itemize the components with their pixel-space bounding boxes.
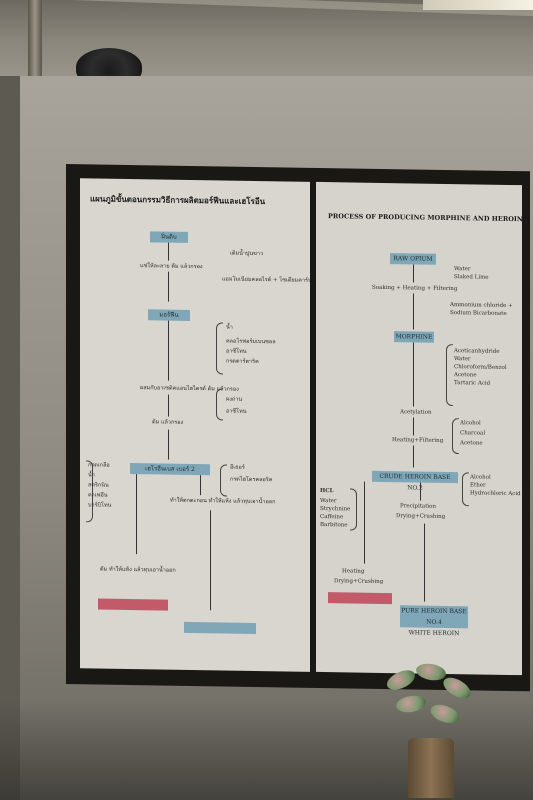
arrow-line	[200, 475, 201, 496]
arrow-line	[136, 474, 137, 555]
pure-heroin-label: PURE HEROIN BASE NO.4	[401, 607, 467, 626]
left-step-soak: แช่ให้ละลาย ต้ม แล้วกรอง	[140, 263, 203, 271]
right-step-crude-heroin: CRUDE HEROIN BASE NO.2	[372, 470, 458, 492]
left-note-strychnine: สตริกนิน	[88, 482, 109, 489]
right-note-tartaric: Tartaric Acid	[454, 380, 491, 387]
left-note-acetone-2: อาซีโทน	[226, 408, 247, 415]
wall-pipe	[28, 0, 42, 78]
left-note-ammonium: แอมโมเนียมคลอไรด์ + โซเดียมคาร์บอเนต	[222, 276, 310, 285]
plant-leaf	[394, 693, 428, 715]
bracket	[220, 464, 227, 497]
left-note-chloroform: คลอโรฟอร์มเบนซอล	[226, 338, 276, 346]
left-step-heroin-base-2: เฮโรอีนเบส เบอร์ 2	[130, 463, 210, 476]
plant-leaf	[440, 673, 474, 703]
bracket	[216, 322, 223, 375]
right-note-water-2: Water	[454, 356, 471, 363]
bracket	[216, 388, 223, 421]
right-note-water: Water	[454, 266, 471, 273]
plant-leaf	[384, 666, 418, 694]
arrow-line	[413, 342, 414, 407]
right-note-hydrochloric: Hydrochloric Acid	[470, 490, 521, 498]
arrow-line	[168, 394, 169, 417]
bracket	[350, 488, 357, 531]
left-note-hydrochloric: กรดไฮโดรคลอริค	[230, 476, 273, 484]
arrow-line	[424, 523, 425, 602]
left-note-charcoal: ผงถ่าน	[226, 396, 243, 403]
right-step-precipitation: Precipitation	[400, 503, 437, 510]
right-note-ether: Ether	[470, 482, 486, 489]
bracket	[446, 343, 453, 407]
arrow-line	[168, 271, 169, 302]
right-note-slaked-lime: Slaked Lime	[454, 274, 489, 281]
left-note-barbitone: บาร์บิโทน	[88, 502, 112, 509]
poster-frame: แผนภูมิขั้นตอนกรรมวิธีการผลิตมอร์ฟีนและเ…	[66, 164, 530, 692]
right-step-raw-opium: RAW OPIUM	[390, 253, 436, 265]
left-note-tartaric: กรดตาร์ตาริค	[226, 358, 259, 366]
bracket	[452, 418, 459, 455]
arrow-line	[168, 429, 169, 460]
right-step-drying-crushing: Drying+Crushing	[396, 513, 446, 520]
left-step-boil-dry: ต้ม ทำให้แห้ง แล้วทุบเอาน้ำออก	[100, 566, 176, 574]
poster-left-panel: แผนภูมิขั้นตอนกรรมวิธีการผลิตมอร์ฟีนและเ…	[80, 178, 310, 672]
right-note-ammonium: Ammonium chloride +	[450, 302, 513, 310]
left-step-acetylation: ผสมกับอาเซติคแอนไฮไดรด์ ต้ม แล้วกรอง	[140, 385, 239, 393]
right-step-pure-heroin: PURE HEROIN BASE NO.4 WHITE HEROIN	[400, 605, 468, 637]
right-title: PROCESS OF PRODUCING MORPHINE AND HEROIN	[328, 212, 522, 224]
potted-plant	[376, 661, 486, 800]
plant-pot	[408, 738, 454, 798]
white-heroin-label: WHITE HEROIN	[408, 629, 460, 638]
right-note-alcohol: Alcohol	[460, 420, 481, 427]
left-step-heroin-4	[184, 621, 256, 634]
left-step-boil-filter: ต้ม แล้วกรอง	[152, 419, 184, 426]
left-step-heroin-3	[98, 598, 168, 611]
arrow-line	[413, 445, 414, 468]
left-note-hcl: กรดเกลือ	[88, 462, 110, 469]
arrow-line	[210, 510, 211, 611]
right-step-heating: Heating	[342, 568, 365, 575]
plant-leaf	[428, 701, 462, 727]
right-note-acetone-2: Acetone	[460, 440, 483, 447]
right-note-sodium: Sodium Bicarbonate	[450, 310, 507, 317]
right-note-strychnine: Strychnine	[320, 505, 351, 513]
right-step-morphine: MORPHINE	[394, 331, 434, 343]
right-step-heating-filtering: Heating+Filtering	[392, 437, 444, 444]
left-note-water-2: น้ำ	[88, 472, 95, 479]
left-step-raw-opium: ฝิ่นดิบ	[150, 231, 188, 243]
right-note-charcoal: Charcoal	[460, 430, 486, 437]
right-note-water-3: Water	[320, 497, 337, 505]
right-step-acetylation: Acetylation	[400, 409, 432, 416]
poster-right-panel: PROCESS OF PRODUCING MORPHINE AND HEROIN…	[316, 181, 522, 676]
right-note-alcohol-2: Alcohol	[470, 474, 491, 481]
left-note-alcohol-ether: อีเธอร์	[230, 464, 245, 471]
right-note-acetone: Acetone	[454, 372, 477, 379]
arrow-line	[364, 481, 365, 564]
right-step-heroin-3	[328, 592, 392, 605]
arrow-line	[413, 264, 414, 283]
right-note-chloroform: Chloroform/Benzol	[454, 364, 507, 371]
right-step-drying-crushing-2: Drying+Crushing	[334, 578, 384, 585]
right-note-caffeine: Caffeine	[320, 513, 344, 521]
arrow-line	[168, 320, 169, 381]
arrow-line	[420, 482, 421, 501]
right-note-acetic: Aceticanhydride	[454, 348, 500, 355]
arrow-line	[413, 417, 414, 436]
bracket	[462, 472, 469, 507]
left-step-precipitate: ทำให้ตกตะกอน ทำให้แห้ง แล้วทุบเอาน้ำออก	[170, 497, 276, 506]
right-note-barbitone: Barbitone	[320, 521, 348, 529]
right-step-soaking: Soaking + Heating + Filtering	[372, 284, 458, 293]
arrow-line	[168, 242, 169, 261]
left-note-lime: เติมน้ำปูนขาว	[230, 250, 264, 258]
left-note-caffeine: คาเฟอีน	[88, 492, 108, 499]
arrow-line	[413, 293, 414, 330]
wall-corner	[0, 76, 20, 800]
left-title: แผนภูมิขั้นตอนกรรมวิธีการผลิตมอร์ฟีนและเ…	[90, 193, 266, 207]
right-note-hcl: HCL	[320, 487, 334, 495]
left-note-acetone: อาซีโทน	[226, 348, 247, 355]
left-note-water: น้ำ	[226, 324, 233, 331]
ceiling-light	[423, 0, 533, 10]
left-step-morphine: มอร์ฟีน	[148, 309, 190, 321]
plant-leaf	[414, 661, 448, 683]
